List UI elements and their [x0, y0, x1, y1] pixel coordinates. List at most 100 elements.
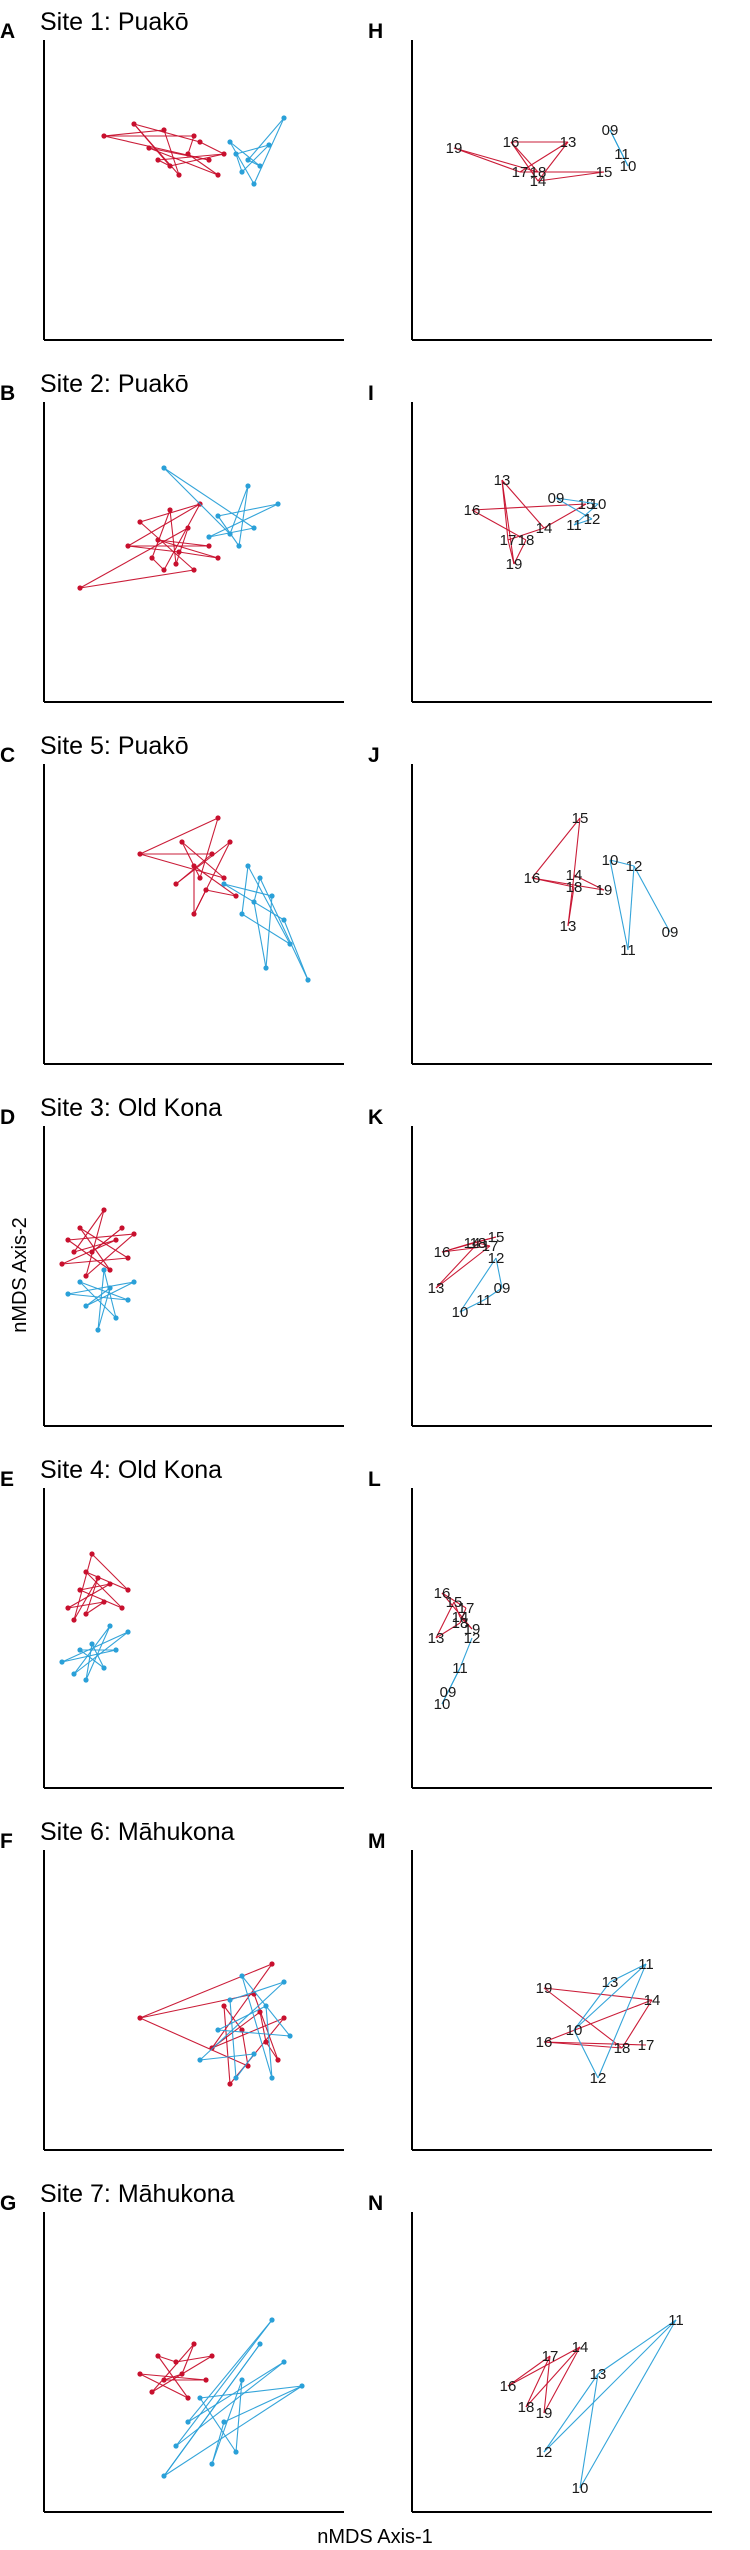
edge-red-m-4 — [621, 1999, 653, 2049]
point-label-red-k-0: 16 — [434, 1244, 451, 1261]
panel-title-c: Site 5: Puakō — [40, 732, 189, 760]
edge-blue-e-8 — [79, 1649, 105, 1669]
panel-title-e: Site 4: Old Kona — [40, 1456, 222, 1484]
edge-red-b-13 — [157, 539, 219, 559]
point-label-blue-h-1: 11 — [614, 146, 630, 163]
panel-letter-i: I — [368, 382, 374, 405]
point-blue-c-3 — [269, 893, 275, 899]
point-red-f-11 — [257, 2009, 263, 2015]
point-red-d-8 — [83, 1273, 89, 1279]
point-red-f-5 — [263, 2039, 269, 2045]
edge-red-b-1 — [127, 545, 180, 553]
point-label-blue-l-3: 10 — [434, 1696, 451, 1713]
point-blue-g-3 — [197, 2395, 203, 2401]
point-blue-g-4 — [221, 2419, 227, 2425]
panel-letter-g: G — [0, 2192, 16, 2215]
edge-red-a-10 — [187, 153, 219, 176]
point-red-d-10 — [119, 1225, 125, 1231]
point-blue-b-3 — [245, 483, 251, 489]
point-blue-d-1 — [83, 1303, 89, 1309]
point-blue-a-2 — [251, 181, 257, 187]
edge-blue-m-2 — [597, 1963, 647, 2079]
point-red-d-0 — [59, 1261, 65, 1267]
edge-blue-b-5 — [229, 485, 249, 535]
edge-blue-c-5 — [283, 919, 309, 981]
edge-red-h-4 — [537, 141, 569, 182]
edge-red-l-6 — [435, 1601, 455, 1639]
edge-red-c-10 — [175, 841, 231, 885]
edge-red-h-3 — [510, 141, 539, 182]
point-label-blue-i-1: 10 — [590, 496, 607, 513]
point-red-f-9 — [245, 2063, 251, 2069]
point-red-f-0 — [137, 2015, 143, 2021]
panel-letter-n: N — [368, 2192, 383, 2215]
edge-red-b-0 — [79, 569, 195, 589]
edge-blue-c-9 — [253, 877, 261, 903]
edge-red-e-3 — [91, 1553, 129, 1591]
edge-red-a-7 — [187, 135, 195, 155]
edge-blue-g-10 — [211, 2379, 243, 2465]
edge-red-d-9 — [67, 1239, 111, 1271]
edge-blue-b-1 — [217, 503, 279, 517]
edge-red-d-8 — [85, 1209, 105, 1277]
edge-red-j-0 — [531, 817, 581, 879]
edge-blue-d-4 — [79, 1281, 129, 1301]
point-label-red-n-1: 18 — [518, 2399, 535, 2416]
edge-red-c-0 — [139, 817, 219, 855]
edge-blue-b-0 — [163, 467, 231, 535]
point-red-b-10 — [206, 543, 212, 549]
point-blue-f-8 — [233, 2075, 239, 2081]
point-label-red-m-1: 16 — [536, 2034, 553, 2051]
edge-red-b-6 — [178, 551, 219, 559]
edge-red-a-4 — [148, 147, 219, 176]
edge-red-m-2 — [543, 2041, 623, 2049]
y-axis-title: nMDS Axis-2 — [9, 1217, 31, 1333]
point-label-red-h-2: 13 — [560, 134, 577, 151]
edge-red-j-3 — [573, 874, 605, 891]
point-blue-g-9 — [299, 2383, 305, 2389]
edge-red-a-0 — [103, 129, 165, 137]
point-red-a-8 — [215, 172, 221, 178]
point-red-g-6 — [203, 2377, 209, 2383]
edge-red-g-4 — [139, 2373, 189, 2399]
point-label-red-h-6: 15 — [596, 164, 613, 181]
edge-red-g-8 — [181, 2343, 195, 2375]
point-red-c-3 — [203, 887, 209, 893]
edge-red-d-10 — [91, 1227, 123, 1253]
point-red-e-3 — [89, 1551, 95, 1557]
edge-red-n-2 — [525, 2355, 551, 2408]
point-red-a-0 — [101, 133, 107, 139]
point-label-red-h-1: 16 — [503, 134, 520, 151]
point-red-d-3 — [89, 1249, 95, 1255]
edge-red-a-11 — [133, 123, 180, 176]
edge-blue-n-0 — [597, 2319, 677, 2375]
panel-letter-d: D — [0, 1106, 15, 1129]
edge-red-l-5 — [441, 1592, 473, 1630]
edge-blue-g-5 — [235, 2379, 243, 2453]
panel-letter-b: B — [0, 382, 15, 405]
edge-red-c-12 — [193, 889, 207, 915]
edge-blue-k-0 — [495, 1257, 503, 1289]
point-red-g-5 — [191, 2341, 197, 2347]
point-red-a-4 — [167, 163, 173, 169]
point-red-g-7 — [209, 2353, 215, 2359]
panel-letter-a: A — [0, 20, 15, 43]
point-red-c-5 — [215, 815, 221, 821]
edge-blue-g-6 — [163, 2343, 261, 2477]
point-blue-c-5 — [305, 977, 311, 983]
edge-blue-f-2 — [229, 1981, 285, 2001]
point-red-c-0 — [137, 851, 143, 857]
point-blue-c-7 — [239, 911, 245, 917]
edge-blue-g-12 — [163, 2385, 303, 2477]
point-blue-c-6 — [263, 965, 269, 971]
edge-blue-n-3 — [543, 2373, 599, 2453]
point-label-blue-m-3: 12 — [590, 2070, 607, 2087]
point-red-g-0 — [137, 2371, 143, 2377]
point-label-red-m-3: 17 — [638, 2037, 655, 2054]
edge-red-e-4 — [73, 1577, 99, 1621]
